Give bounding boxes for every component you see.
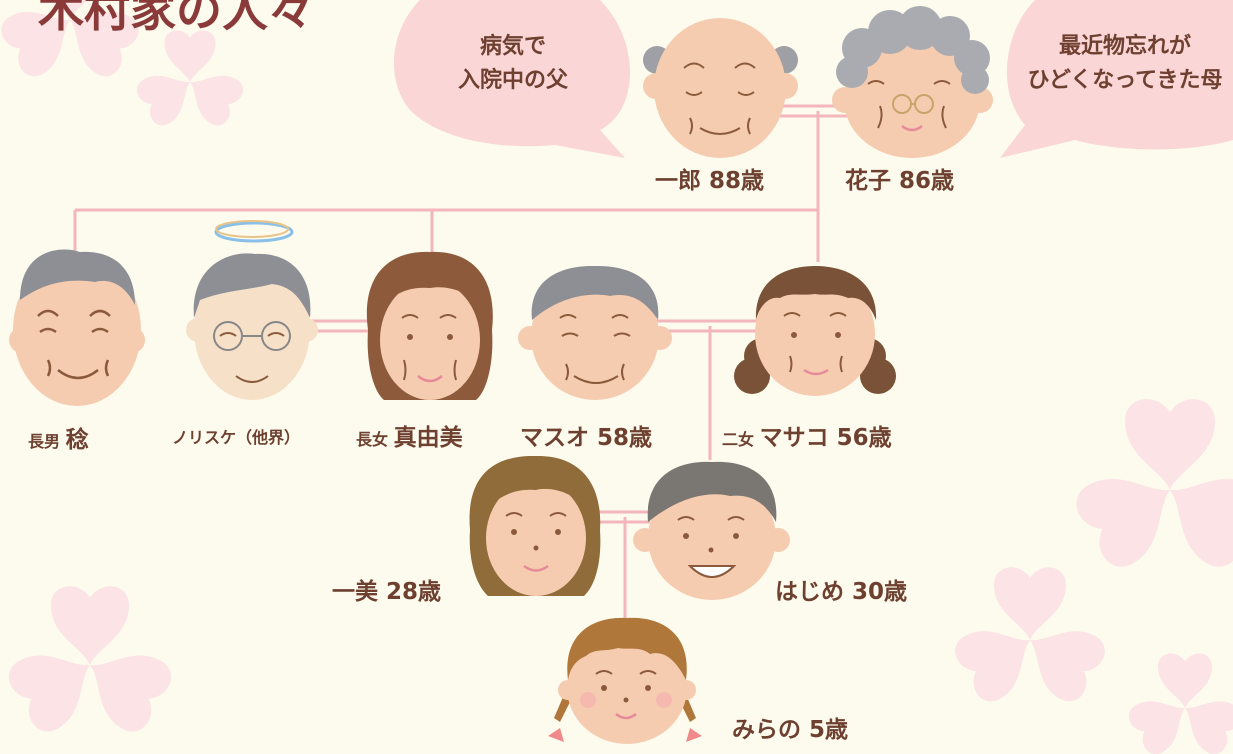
family-connector-lines xyxy=(73,104,855,625)
mayumi-role: 長女 xyxy=(356,430,389,449)
masao-face-illustration xyxy=(518,265,672,400)
norisuke-name-label: ノリスケ（他界） xyxy=(172,428,301,447)
hajime-name-label: はじめ 30歳 xyxy=(775,579,908,605)
father-bubble-text: 病気で 入院中の父 xyxy=(428,30,598,98)
kazumi-face-illustration xyxy=(469,455,601,596)
father-speech-bubble xyxy=(393,0,630,158)
norisuke-face-illustration xyxy=(186,220,318,400)
mirano-name-label: みらの 5歳 xyxy=(732,717,849,743)
mayumi-label: 長女 真由美 xyxy=(356,418,463,452)
hanako-face-illustration xyxy=(832,6,993,158)
ichiro-name-label: 一郎 88歳 xyxy=(655,168,765,194)
page-title: 木村家の人々 xyxy=(38,0,314,37)
minoru-name: 稔 xyxy=(65,427,89,453)
masako-name: マサコ 56歳 xyxy=(759,425,892,451)
masako-face-illustration xyxy=(734,266,896,396)
mayumi-name: 真由美 xyxy=(393,425,463,451)
mother-speech-bubble xyxy=(1000,0,1233,158)
mother-bubble-line2: ひどくなってきた母 xyxy=(1027,68,1223,93)
hajime-face-illustration xyxy=(633,461,790,600)
flower-decoration xyxy=(1069,399,1233,574)
mother-bubble-text: 最近物忘れが ひどくなってきた母 xyxy=(1020,30,1230,98)
minoru-role: 長男 xyxy=(28,432,61,451)
mirano-face-illustration xyxy=(548,617,702,744)
masako-role: 二女 xyxy=(722,430,755,449)
father-bubble-line1: 病気で xyxy=(479,34,546,59)
mayumi-face-illustration xyxy=(366,251,493,400)
ichiro-face-illustration xyxy=(643,18,798,158)
flower-decoration xyxy=(949,567,1111,707)
minoru-label: 長男 稔 xyxy=(28,420,89,454)
minoru-face-illustration xyxy=(9,249,145,406)
kazumi-name-label: 一美 28歳 xyxy=(332,579,442,605)
flower-decoration xyxy=(133,31,248,130)
masako-label: 二女 マサコ 56歳 xyxy=(722,418,892,452)
father-bubble-line2: 入院中の父 xyxy=(457,68,568,93)
masao-name-label: マスオ 58歳 xyxy=(520,425,653,451)
flower-decoration xyxy=(2,586,177,738)
mother-bubble-line1: 最近物忘れが xyxy=(1058,34,1191,59)
speech-bubbles xyxy=(393,0,1233,158)
hanako-name-label: 花子 86歳 xyxy=(845,168,955,194)
flower-decoration xyxy=(1124,653,1233,754)
